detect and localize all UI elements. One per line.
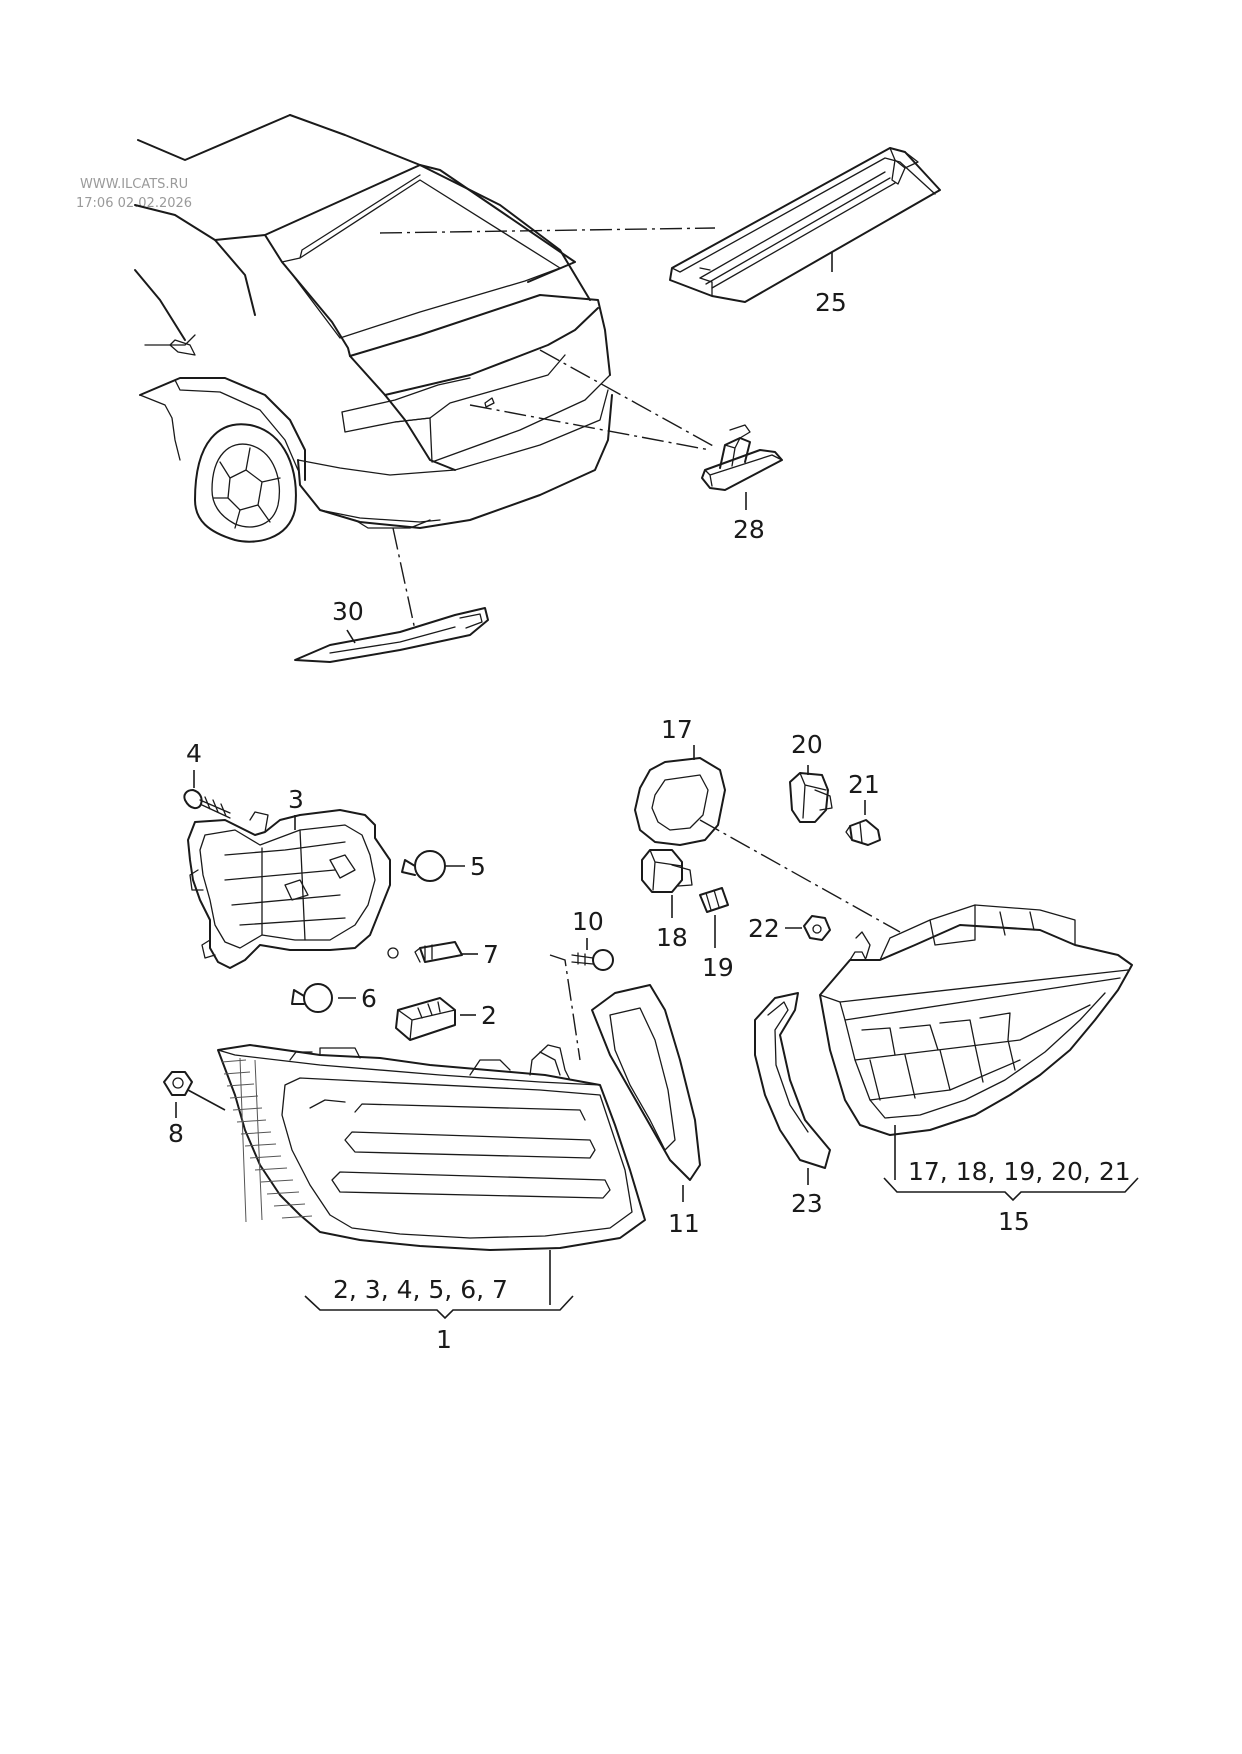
bracket-group-1 (304, 1295, 574, 1320)
part-2-connector (395, 997, 456, 1041)
part-3-bulb-holder (187, 809, 399, 969)
label-8: 8 (168, 1119, 184, 1148)
label-23: 23 (791, 1189, 823, 1218)
watermark-timestamp: 17:06 02.02.2026 (76, 196, 192, 211)
part-22-nut (803, 915, 831, 941)
part-7-bulb (414, 941, 463, 963)
label-18: 18 (656, 923, 688, 952)
part-20-bulb-socket (789, 772, 833, 823)
label-2: 2 (481, 1001, 497, 1030)
part-15-inner-tail-light (819, 904, 1133, 1136)
label-7: 7 (483, 940, 499, 969)
part-28-licence-plate-light (701, 424, 783, 491)
leader-2-to-8 (187, 1089, 226, 1111)
part-19-bulb (699, 887, 729, 913)
callout-leaders (175, 252, 896, 1305)
label-17: 17 (661, 715, 693, 744)
part-1-hatching (221, 1057, 313, 1223)
bracket-group-15 (883, 1177, 1139, 1202)
label-3: 3 (288, 785, 304, 814)
part-11-gasket (591, 984, 701, 1181)
label-19: 19 (702, 953, 734, 982)
part-8-nut (163, 1071, 193, 1096)
label-22: 22 (748, 914, 780, 943)
callout-labels: 25 28 30 4 3 5 7 6 2 8 10 11 17 20 21 18… (168, 288, 1131, 1354)
label-20: 20 (791, 730, 823, 759)
part-5-bulb (401, 850, 446, 882)
part-1-outer-tail-light (217, 1044, 646, 1251)
watermark: WWW.ILCATS.RU 17:06 02.02.2026 (76, 177, 192, 211)
car-rear-illustration (134, 114, 613, 543)
part-6-bulb (291, 983, 333, 1013)
part-18-bulb-socket (641, 849, 693, 893)
part-17-gasket (634, 757, 726, 846)
watermark-site: WWW.ILCATS.RU (80, 177, 188, 192)
label-6: 6 (361, 984, 377, 1013)
part-21-bulb (845, 819, 881, 846)
leader-28b (469, 404, 711, 451)
part-30-reflector (294, 607, 489, 663)
part-4-screw (183, 789, 231, 819)
label-28: 28 (733, 515, 765, 544)
label-4: 4 (186, 739, 202, 768)
part-10-screw (571, 949, 614, 971)
label-5: 5 (470, 852, 486, 881)
label-1: 1 (436, 1325, 452, 1354)
label-group-1: 2, 3, 4, 5, 6, 7 (333, 1275, 508, 1304)
part-23-gasket (754, 992, 831, 1169)
leader-28a (539, 349, 716, 448)
part-25-high-mount-brake-light (669, 147, 941, 303)
label-10: 10 (572, 907, 604, 936)
leader-25 (379, 227, 716, 234)
label-30: 30 (332, 597, 364, 626)
leader-1-to-10 (549, 954, 581, 1061)
label-15: 15 (998, 1207, 1030, 1236)
label-21: 21 (848, 770, 880, 799)
leader-17-to-15 (699, 819, 901, 933)
leader-30 (392, 527, 416, 631)
label-11: 11 (668, 1209, 700, 1238)
label-group-15: 17, 18, 19, 20, 21 (908, 1157, 1131, 1186)
label-25: 25 (815, 288, 847, 317)
